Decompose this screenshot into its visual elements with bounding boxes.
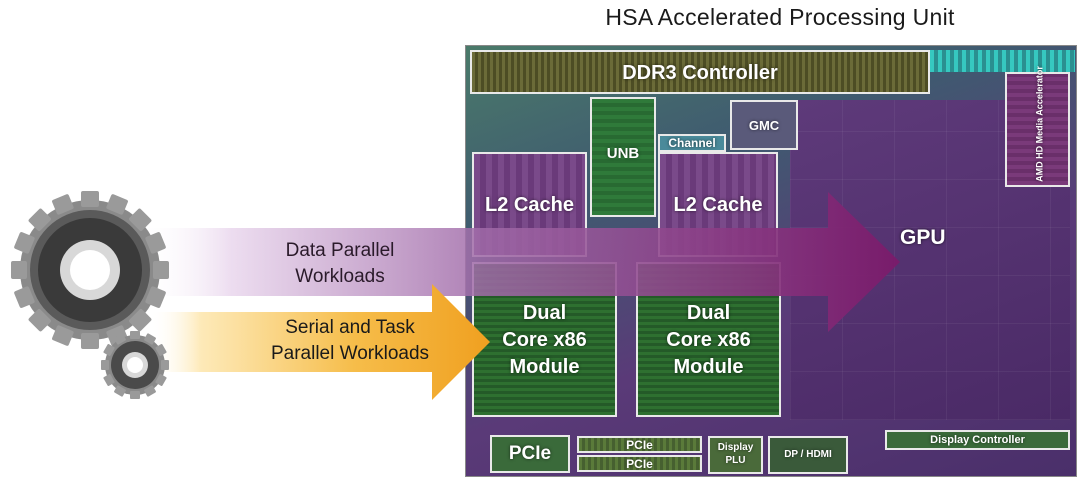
pcie-lane-a-label: PCIe (626, 438, 653, 452)
small-gear-icon (101, 331, 169, 399)
ddr3-controller-label: DDR3 Controller (622, 62, 778, 84)
io-strip (930, 50, 1075, 72)
dp-hdmi-label: DP / HDMI (784, 449, 832, 460)
serial-task-line-1: Serial and Task (285, 317, 415, 338)
gmc-label: GMC (748, 118, 780, 133)
display-plu-line-1: Display (717, 442, 754, 453)
data-parallel-line-2: Workloads (295, 266, 385, 287)
gpu-label: GPU (900, 226, 946, 249)
data-parallel-line-1: Data Parallel (285, 240, 395, 261)
pcie-lane-b-label: PCIe (626, 457, 653, 471)
pcie-lane-b-block: PCIe (577, 455, 702, 472)
pcie-main-block: PCIe (490, 435, 570, 473)
serial-task-label: Serial and Task Parallel Workloads (240, 315, 460, 367)
channel-block: Channel (658, 134, 726, 152)
core-left-line-3: Module (509, 356, 580, 378)
pcie-main-label: PCIe (508, 443, 552, 464)
core-left-line-1: Dual (522, 302, 567, 324)
display-plu-line-2: PLU (725, 455, 746, 466)
core-left-line-2: Core x86 (502, 329, 587, 351)
core-right-line-3: Module (673, 356, 744, 378)
data-parallel-arrow (140, 192, 900, 332)
serial-task-line-2: Parallel Workloads (270, 343, 430, 364)
core-right-line-1: Dual (686, 302, 731, 324)
l2-cache-right-label: L2 Cache (673, 194, 763, 216)
dp-hdmi-block: DP / HDMI (768, 436, 848, 474)
display-controller-label: Display Controller (930, 434, 1025, 446)
unb-label: UNB (606, 145, 640, 162)
large-gear-icon (11, 191, 169, 349)
channel-label: Channel (668, 136, 716, 150)
gmc-block: GMC (730, 100, 798, 150)
display-plu-block: Display PLU (708, 436, 763, 474)
pcie-lane-a-block: PCIe (577, 436, 702, 453)
serial-task-arrow (150, 284, 490, 400)
unb-block: UNB (590, 97, 656, 217)
media-accelerator-block: AMD HD Media Accelerator (1005, 66, 1070, 187)
ddr3-controller-block: DDR3 Controller (470, 50, 930, 94)
data-parallel-label: Data Parallel Workloads (250, 238, 430, 290)
core-right-line-2: Core x86 (666, 329, 751, 351)
l2-cache-left-label: L2 Cache (485, 194, 574, 216)
diagram-title: HSA Accelerated Processing Unit (605, 4, 955, 30)
display-controller-block: Display Controller (885, 430, 1070, 450)
